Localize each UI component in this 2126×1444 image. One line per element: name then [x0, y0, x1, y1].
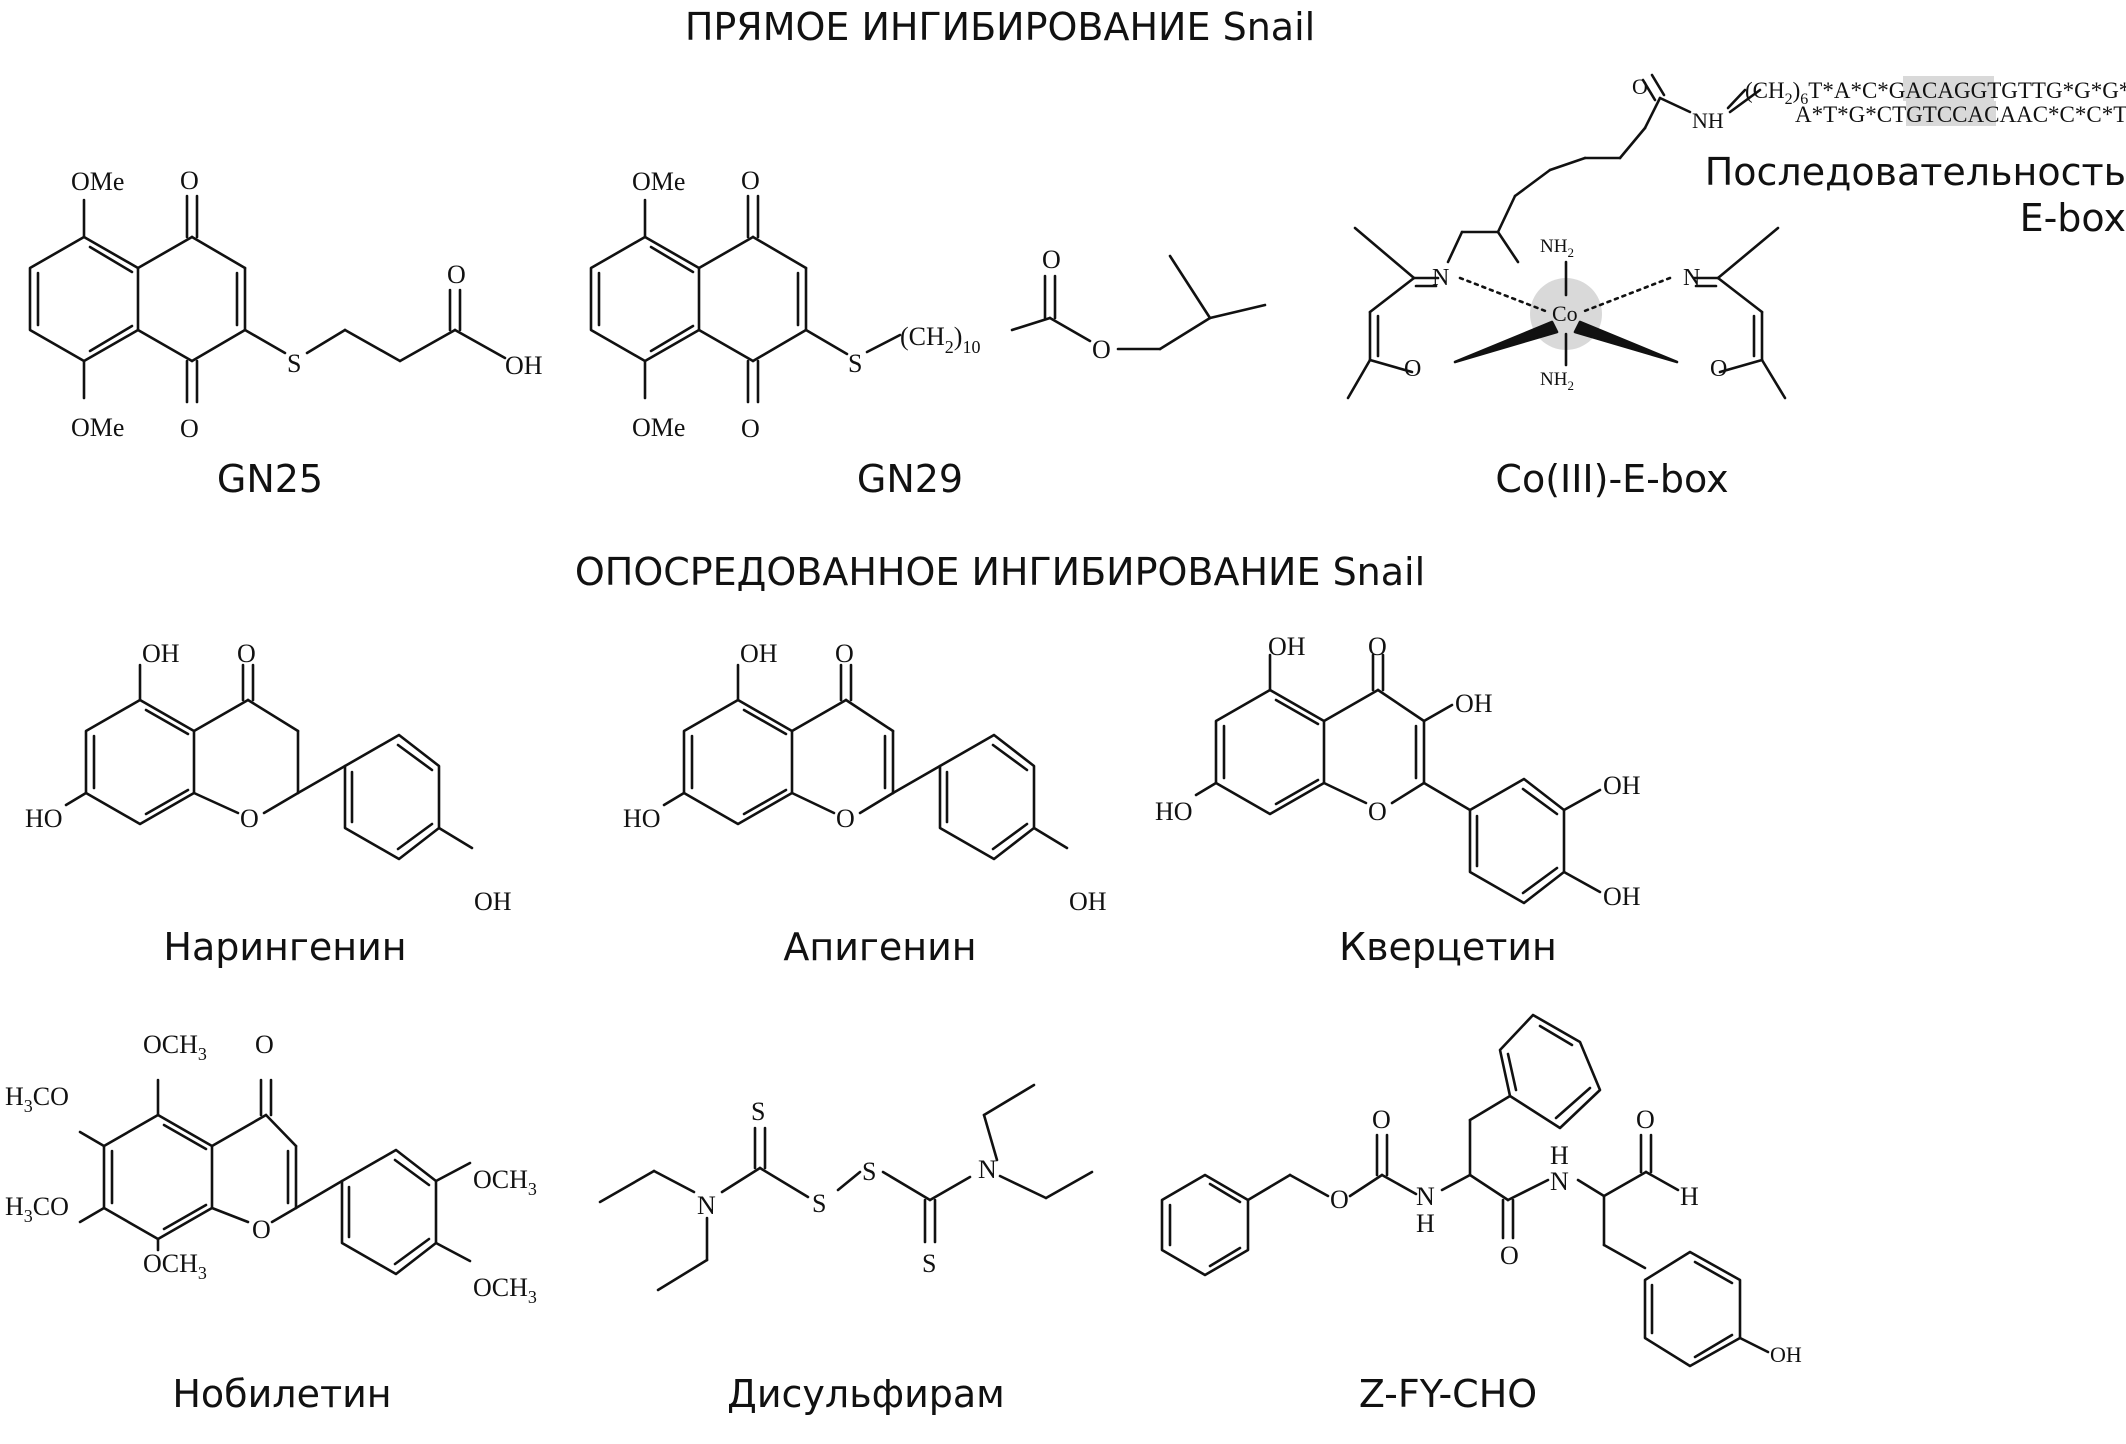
- apigenin-atom-oh-bottom: OH: [1069, 887, 1107, 916]
- gn25-atom-o-carbonyl: O: [447, 260, 466, 289]
- zfycho-atom-h-2: H: [1550, 1141, 1569, 1170]
- disulfiram-atom-s-thione-left: S: [751, 1097, 765, 1126]
- nobiletin-atom-h3co-lower: H3CO: [5, 1192, 69, 1226]
- disulfiram-atom-s-left: S: [812, 1189, 826, 1218]
- naringenin-atom-oh-top: OH: [142, 639, 180, 668]
- structure-nobiletin: [78, 1078, 472, 1276]
- co-atom-n-right: N: [1683, 265, 1700, 291]
- co-atom-nh2-bottom: NH2: [1540, 369, 1574, 393]
- label-quercetin: Кверцетин: [1339, 925, 1557, 969]
- quercetin-atom-oh-para: OH: [1603, 882, 1641, 911]
- gn29-atom-ome-bottom: OMe: [632, 413, 685, 442]
- quercetin-atom-o-ring: O: [1368, 797, 1387, 826]
- structure-disulfiram: [598, 1083, 1094, 1292]
- structure-gn25: [28, 194, 507, 404]
- nobiletin-atom-o-ring: O: [252, 1215, 271, 1244]
- disulfiram-atom-n-right: N: [978, 1155, 997, 1184]
- disulfiram-atom-n-left: N: [697, 1191, 716, 1220]
- nobiletin-atom-o-carbonyl: O: [255, 1030, 274, 1059]
- zfycho-atom-o-aldehyde: O: [1636, 1105, 1655, 1134]
- label-gn25: GN25: [216, 457, 324, 501]
- structure-zfycho: [1160, 1013, 1770, 1368]
- label-zfycho: Z-FY-CHO: [1358, 1372, 1538, 1416]
- nobiletin-atom-och3-meta: OCH3: [473, 1165, 537, 1199]
- disulfiram-atom-s-thione-right: S: [922, 1249, 936, 1278]
- gn29-atom-s: S: [848, 349, 862, 378]
- co-atom-co: Co: [1552, 301, 1578, 326]
- ebox-label-line1: Последовательность: [1704, 150, 2126, 194]
- quercetin-atom-o-carbonyl: O: [1368, 632, 1387, 661]
- naringenin-atom-o-ring: O: [240, 804, 259, 833]
- nobiletin-atom-och3-para: OCH3: [473, 1273, 537, 1307]
- zfycho-atom-oh: OH: [1770, 1342, 1802, 1367]
- quercetin-atom-ho: HO: [1155, 797, 1193, 826]
- apigenin-atom-o-carbonyl: O: [835, 639, 854, 668]
- gn25-atom-ome-bottom: OMe: [71, 413, 124, 442]
- zfycho-atom-h-aldehyde: H: [1680, 1182, 1699, 1211]
- label-co-ebox: Co(III)-E-box: [1495, 457, 1729, 501]
- label-nobiletin: Нобилетин: [172, 1372, 392, 1416]
- co-atom-o-amide: O: [1632, 74, 1648, 99]
- structure-apigenin: [662, 663, 1069, 861]
- gn25-atom-o-top: O: [180, 166, 199, 195]
- zfycho-atom-n-2: N: [1550, 1167, 1569, 1196]
- indirect-inhibition-title: ОПОСРЕДОВАННОЕ ИНГИБИРОВАНИЕ Snail: [574, 550, 1426, 594]
- co-atom-nh2-top: NH2: [1540, 236, 1574, 260]
- co-atom-n-left: N: [1432, 265, 1449, 291]
- label-naringenin: Нарингенин: [163, 925, 407, 969]
- naringenin-atom-o-carbonyl: O: [237, 639, 256, 668]
- apigenin-atom-o-ring: O: [836, 804, 855, 833]
- nobiletin-atom-och3-bottom: OCH3: [143, 1249, 207, 1283]
- structure-co-ebox: [1346, 73, 1787, 400]
- zfycho-atom-o-carbonyl-2: O: [1500, 1241, 1519, 1270]
- co-atom-o-left: O: [1404, 356, 1421, 382]
- label-apigenin: Апигенин: [783, 925, 977, 969]
- co-atom-o-right: O: [1710, 356, 1727, 382]
- naringenin-atom-oh-bottom: OH: [474, 887, 512, 916]
- structure-quercetin: [1194, 653, 1602, 905]
- ebox-highlight-bottom: [1906, 101, 1996, 126]
- apigenin-atom-ho: HO: [623, 804, 661, 833]
- gn25-atom-oh: OH: [505, 351, 543, 380]
- ebox-sequence-label: Последовательность E-box: [1705, 150, 2126, 241]
- zfycho-atom-o-carbonyl-1: O: [1372, 1105, 1391, 1134]
- direct-inhibition-title: ПРЯМОЕ ИНГИБИРОВАНИЕ Snail: [684, 5, 1316, 49]
- gn29-atom-o-carbonyl: O: [1042, 245, 1061, 274]
- dna-strand-bottom: A*T*G*CTGTCCACAAC*C*C*T: [1795, 102, 2126, 127]
- zfycho-phenyl-inner-bonds: [1506, 1024, 1592, 1120]
- gn29-atom-o-top: O: [741, 166, 760, 195]
- co-atom-nh-amide: NH: [1692, 108, 1724, 133]
- label-disulfiram: Дисульфирам: [727, 1372, 1005, 1416]
- structure-gn29: [589, 194, 1267, 404]
- naringenin-atom-ho: HO: [25, 804, 63, 833]
- gn29-atom-o-ester: O: [1092, 335, 1111, 364]
- nobiletin-atom-h3co-upper: H3CO: [5, 1082, 69, 1116]
- ebox-label-line2: E-box: [2019, 195, 2126, 240]
- quercetin-atom-oh-top: OH: [1268, 632, 1306, 661]
- nobiletin-atom-och3-top: OCH3: [143, 1030, 207, 1064]
- quercetin-atom-oh-3: OH: [1455, 689, 1493, 718]
- apigenin-atom-oh-top: OH: [740, 639, 778, 668]
- zfycho-atom-h-1: H: [1416, 1209, 1435, 1238]
- gn29-atom-o-bottom: O: [741, 414, 760, 443]
- ebox-highlight-top: [1903, 76, 1994, 101]
- zfycho-atom-o-carbamate: O: [1330, 1185, 1349, 1214]
- disulfiram-atom-s-right: S: [862, 1157, 876, 1186]
- gn25-atom-o-bottom: O: [180, 414, 199, 443]
- gn25-atom-s: S: [287, 349, 301, 378]
- label-gn29: GN29: [856, 457, 964, 501]
- gn29-atom-ome-top: OMe: [632, 167, 685, 196]
- dna-linker-bond: [1726, 88, 1747, 110]
- gn29-chain-ch2: (CH2)10: [900, 322, 980, 357]
- structure-naringenin: [64, 663, 474, 861]
- dna-strand-top: (CH2)6T*A*C*GACAGGTGTTG*G*G*A: [1745, 78, 2126, 108]
- quercetin-atom-oh-meta: OH: [1603, 771, 1641, 800]
- zfycho-atom-n-1: N: [1416, 1182, 1435, 1211]
- gn25-atom-ome-top: OMe: [71, 167, 124, 196]
